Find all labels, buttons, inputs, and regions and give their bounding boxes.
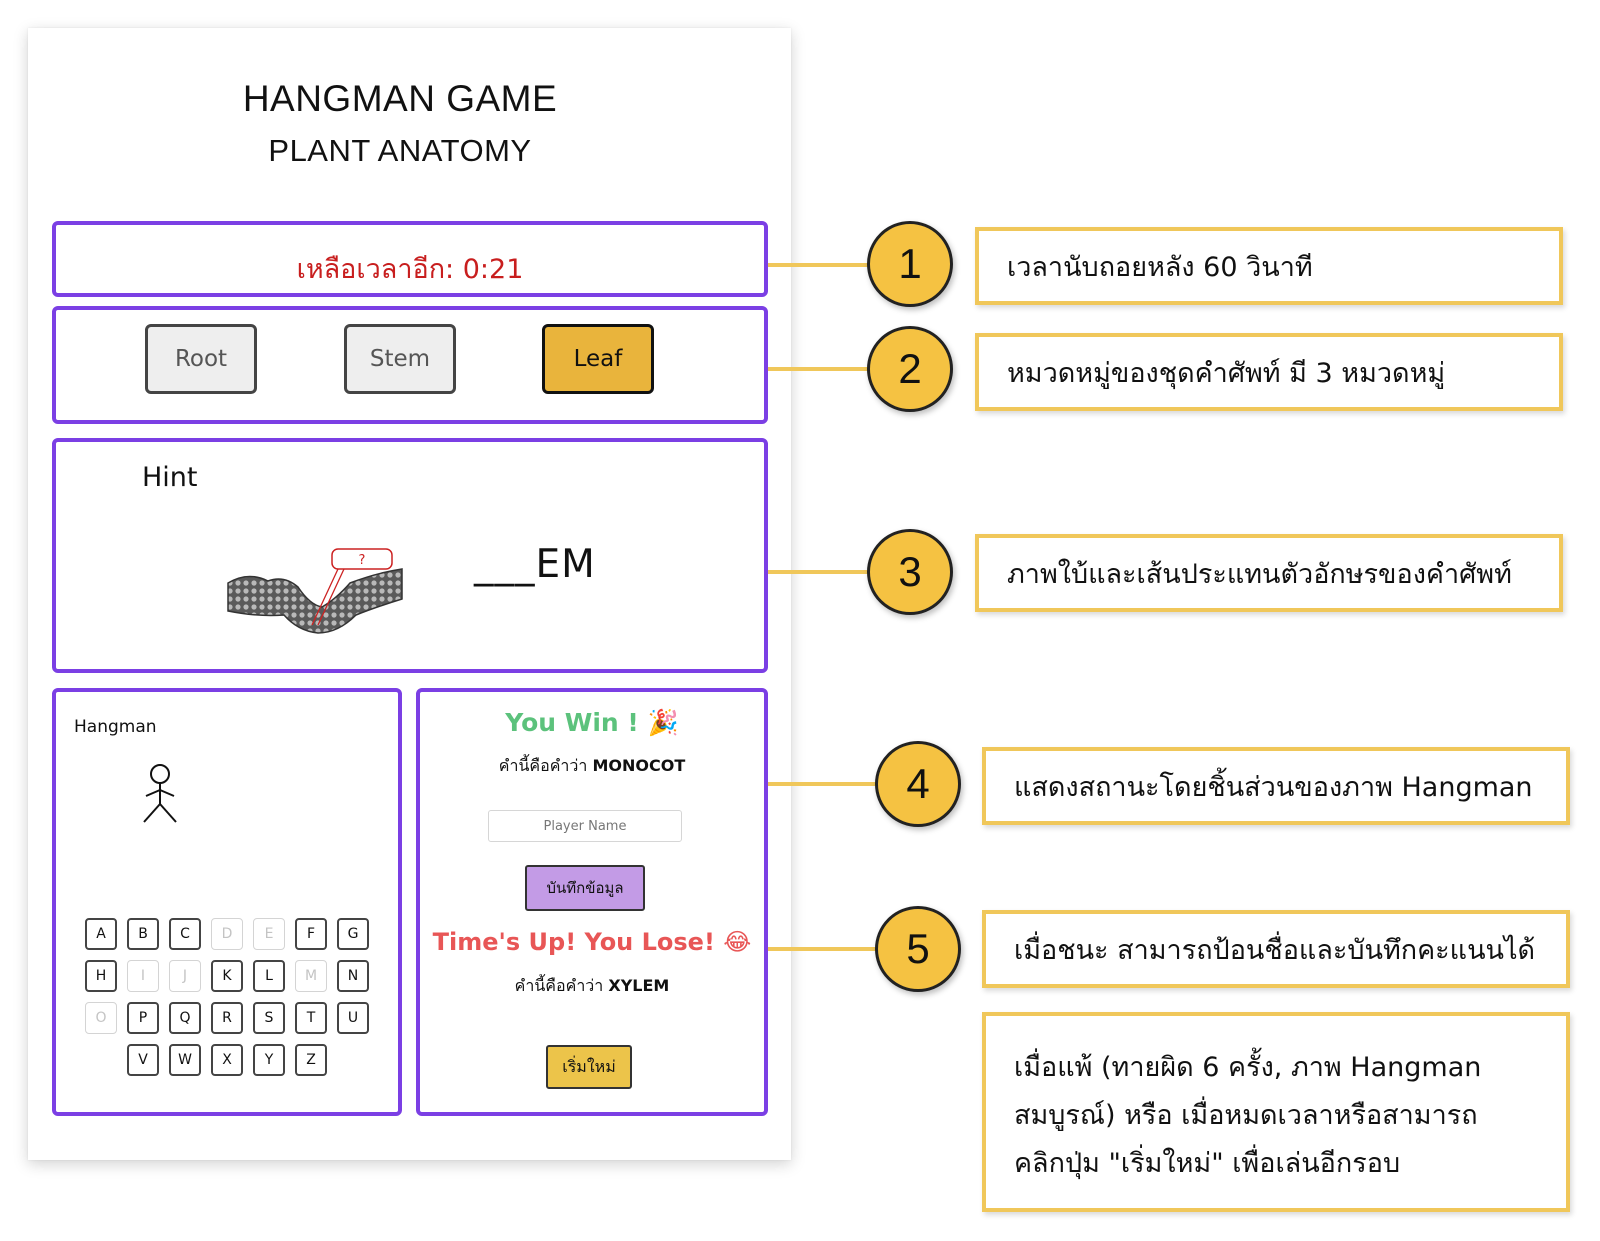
- letter-key-a[interactable]: A: [85, 918, 117, 950]
- callout-note-5: เมื่อชนะ สามารถป้อนชื่อและบันทึกคะแนนได้: [982, 910, 1570, 988]
- app-subtitle: PLANT ANATOMY: [268, 133, 532, 168]
- party-emoji-icon: 🎉: [647, 708, 679, 737]
- callout-number-1: 1: [867, 221, 953, 307]
- letter-key-g[interactable]: G: [337, 918, 369, 950]
- app-title: HANGMAN GAME: [242, 78, 558, 119]
- callout-connector-4: [768, 782, 876, 786]
- callout-number-3: 3: [867, 529, 953, 615]
- callout-note-2: หมวดหมู่ของชุดคำศัพท์ มี 3 หมวดหมู่: [975, 333, 1563, 411]
- callout-number-2: 2: [867, 326, 953, 412]
- category-root-button[interactable]: Root: [145, 324, 257, 394]
- letter-key-p[interactable]: P: [127, 1002, 159, 1034]
- hangman-figure: [143, 764, 177, 823]
- letter-key-i: I: [127, 960, 159, 992]
- letter-key-s[interactable]: S: [253, 1002, 285, 1034]
- win-answer: คำนี้คือคำว่า MONOCOT: [420, 754, 764, 779]
- hint-marker-text: ?: [359, 553, 366, 568]
- letter-key-y[interactable]: Y: [253, 1044, 285, 1076]
- letter-key-w[interactable]: W: [169, 1044, 201, 1076]
- letter-key-m: M: [295, 960, 327, 992]
- hint-label: Hint: [142, 462, 198, 493]
- lose-note-line-1: เมื่อแพ้ (ทายผิด 6 ครั้ง, ภาพ Hangman: [1014, 1052, 1482, 1083]
- letter-key-o: O: [85, 1002, 117, 1034]
- lose-answer: คำนี้คือคำว่า XYLEM: [420, 974, 764, 999]
- letter-key-n[interactable]: N: [337, 960, 369, 992]
- countdown-timer: เหลือเวลาอีก: 0:21: [296, 254, 524, 285]
- letter-key-t[interactable]: T: [295, 1002, 327, 1034]
- callout-connector-2: [768, 367, 868, 371]
- letter-key-c[interactable]: C: [169, 918, 201, 950]
- letter-key-d: D: [211, 918, 243, 950]
- laughing-emoji-icon: 😂: [723, 928, 752, 956]
- lose-message: Time's Up! You Lose! 😂: [420, 928, 764, 956]
- win-answer-word: MONOCOT: [592, 756, 686, 775]
- callout-connector-3: [768, 570, 868, 574]
- masked-word: ___EM: [474, 542, 596, 587]
- callout-connector-1: [768, 263, 868, 267]
- hangman-label: Hangman: [74, 717, 157, 737]
- letter-key-x[interactable]: X: [211, 1044, 243, 1076]
- result-panel: You Win ! 🎉 คำนี้คือคำว่า MONOCOT Player…: [416, 688, 768, 1116]
- hint-image: ?: [227, 548, 403, 634]
- win-answer-prefix: คำนี้คือคำว่า: [498, 756, 588, 775]
- letter-key-r[interactable]: R: [211, 1002, 243, 1034]
- win-text: You Win !: [505, 708, 639, 737]
- letter-key-h[interactable]: H: [85, 960, 117, 992]
- restart-button[interactable]: เริ่มใหม่: [546, 1045, 632, 1089]
- letter-key-u[interactable]: U: [337, 1002, 369, 1034]
- letter-key-b[interactable]: B: [127, 918, 159, 950]
- lose-note-line-2: สมบูรณ์) หรือ เมื่อหมดเวลาหรือสามารถ: [1014, 1100, 1478, 1131]
- letter-key-v[interactable]: V: [127, 1044, 159, 1076]
- callout-note-3: ภาพใบ้และเส้นประแทนตัวอักษรของคำศัพท์: [975, 534, 1563, 612]
- hint-panel: Hint ? ___EM: [52, 438, 768, 673]
- lose-answer-prefix: คำนี้คือคำว่า: [514, 976, 604, 995]
- lose-answer-word: XYLEM: [608, 976, 670, 995]
- callout-note-lose: เมื่อแพ้ (ทายผิด 6 ครั้ง, ภาพ Hangman สม…: [982, 1012, 1570, 1212]
- callout-note-4: แสดงสถานะโดยชิ้นส่วนของภาพ Hangman: [982, 747, 1570, 825]
- letter-key-z[interactable]: Z: [295, 1044, 327, 1076]
- letter-key-j: J: [169, 960, 201, 992]
- callout-note-1: เวลานับถอยหลัง 60 วินาที: [975, 227, 1563, 305]
- letter-key-q[interactable]: Q: [169, 1002, 201, 1034]
- lose-text: Time's Up! You Lose!: [432, 928, 715, 956]
- timer-panel: เหลือเวลาอีก: 0:21: [52, 221, 768, 297]
- callout-connector-5: [768, 947, 876, 951]
- win-message: You Win ! 🎉: [420, 708, 764, 738]
- letter-key-f[interactable]: F: [295, 918, 327, 950]
- letter-key-e: E: [253, 918, 285, 950]
- callout-number-5: 5: [875, 906, 961, 992]
- player-name-input[interactable]: Player Name: [488, 810, 682, 842]
- letter-key-k[interactable]: K: [211, 960, 243, 992]
- lose-note-line-3: คลิกปุ่ม "เริ่มใหม่" เพื่อเล่นอีกรอบ: [1014, 1148, 1401, 1179]
- category-stem-button[interactable]: Stem: [344, 324, 456, 394]
- category-panel: Root Stem Leaf: [52, 306, 768, 424]
- save-score-button[interactable]: บันทึกข้อมูล: [525, 865, 645, 911]
- hint-marker-box: [331, 548, 393, 570]
- category-leaf-button[interactable]: Leaf: [542, 324, 654, 394]
- callout-number-4: 4: [875, 741, 961, 827]
- letter-key-l[interactable]: L: [253, 960, 285, 992]
